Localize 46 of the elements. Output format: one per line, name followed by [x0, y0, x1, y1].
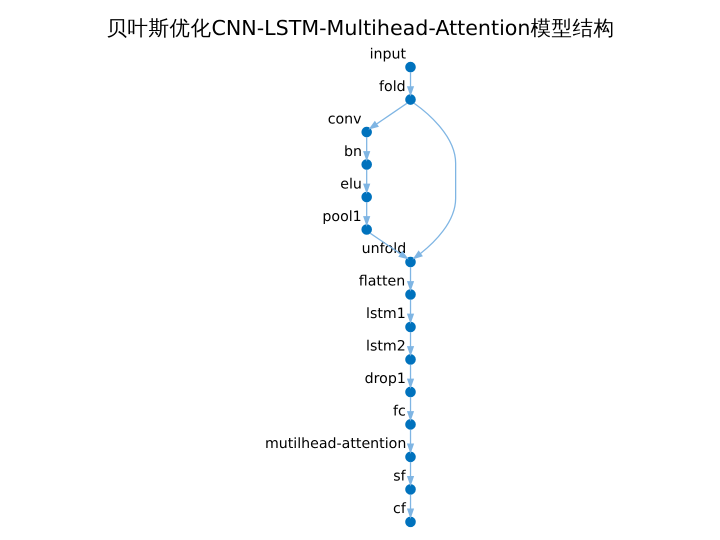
arrow: [362, 137, 370, 162]
arrow: [406, 462, 414, 486]
node-circle: [404, 452, 416, 462]
node-circle: [360, 159, 372, 170]
node-label: drop1: [364, 371, 406, 388]
arrow: [362, 202, 370, 226]
node-label: input: [369, 46, 406, 62]
node-circle: [404, 516, 416, 528]
node-circle: [360, 192, 372, 202]
node-label: lstm1: [366, 306, 406, 322]
node-label: conv: [327, 111, 362, 128]
node-label: mutilhead-attention: [264, 436, 406, 452]
arrow: [362, 170, 370, 194]
node-circle: [404, 256, 416, 268]
arrow: [406, 429, 414, 454]
node-label: sf: [392, 468, 406, 485]
node-circle: [360, 224, 372, 235]
node-circle: [404, 354, 416, 365]
arrow: [369, 232, 408, 260]
node-label: elu: [340, 176, 362, 192]
node-label: unfold: [361, 241, 406, 258]
arrow: [406, 332, 414, 356]
node-label: fc: [392, 404, 406, 420]
node-label: pool1: [322, 208, 362, 225]
node-circle: [404, 322, 416, 332]
node-label: flatten: [358, 274, 405, 290]
arrow: [406, 266, 414, 292]
node-label: fold: [378, 78, 406, 95]
node-label: lstm2: [366, 338, 406, 355]
node-circle: [404, 386, 416, 398]
arrow: [406, 494, 414, 519]
arrow: [406, 299, 414, 324]
node-circle: [404, 62, 416, 72]
node-label: bn: [344, 144, 362, 160]
arrow: [412, 102, 456, 260]
node-circle: [404, 289, 416, 300]
node-circle: [360, 126, 372, 138]
node-circle: [404, 419, 416, 430]
node-circle: [404, 484, 416, 495]
node-label: cf: [392, 501, 406, 518]
diagram-title: 贝叶斯优化CNN-LSTM-Multihead-Attention模型结构: [106, 16, 614, 40]
arrow: [406, 396, 414, 422]
node-circle: [404, 94, 416, 105]
arrow: [368, 102, 407, 130]
arrow: [406, 364, 414, 389]
arrow: [406, 72, 414, 97]
